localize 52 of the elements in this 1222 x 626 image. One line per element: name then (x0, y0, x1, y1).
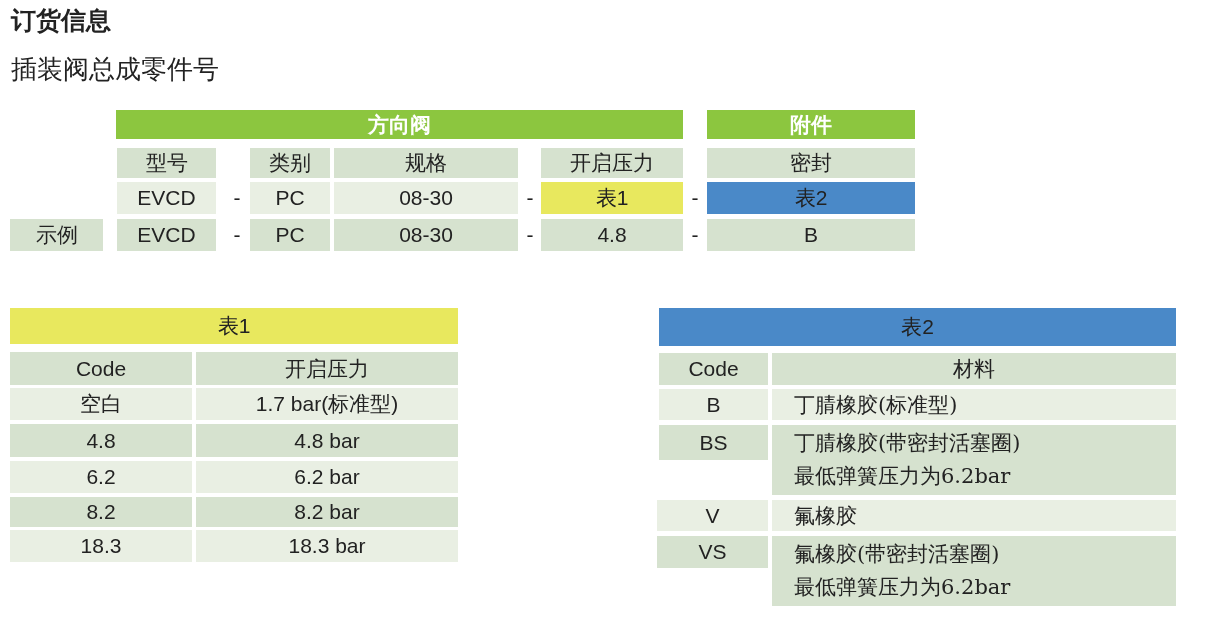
table-cell: VS (657, 536, 768, 568)
table-cell: 08-30 (334, 182, 518, 214)
cell-text: 最低弹簧压力为6.2bar (794, 574, 1011, 601)
hyphen: - (525, 185, 535, 211)
table-cell: 1.7 bar(标准型) (196, 388, 458, 420)
table-cell: 表2 (659, 308, 1176, 346)
table-cell: 表2 (707, 182, 915, 214)
cell-text: 丁腈橡胶(带密封活塞圈) (794, 430, 1021, 457)
table-cell: 密封 (707, 148, 915, 178)
table-cell: 4.8 (10, 424, 192, 457)
hyphen: - (690, 185, 700, 211)
table-cell: 开启压力 (541, 148, 683, 178)
table-cell: B (707, 219, 915, 251)
table-cell: 表1 (541, 182, 683, 214)
table-cell: 空白 (10, 388, 192, 420)
table-cell: V (657, 500, 768, 531)
table-cell: 8.2 bar (196, 497, 458, 527)
table-cell: Code (10, 352, 192, 385)
table-cell: B (659, 389, 768, 420)
table-cell: 4.8 bar (196, 424, 458, 457)
table-cell: 示例 (10, 219, 103, 251)
hyphen: - (232, 185, 242, 211)
header-bar: 附件 (707, 110, 915, 139)
subtitle: 插装阀总成零件号 (11, 53, 219, 86)
hyphen: - (525, 222, 535, 248)
table-cell: 氟橡胶 (772, 500, 1176, 531)
table-cell: 6.2 bar (196, 461, 458, 493)
table-cell: EVCD (117, 182, 216, 214)
table-cell: 型号 (117, 148, 216, 178)
table-cell: 4.8 (541, 219, 683, 251)
table-cell: EVCD (117, 219, 216, 251)
table-cell: PC (250, 219, 330, 251)
header-bar: 方向阀 (116, 110, 683, 139)
table-cell: BS (659, 425, 768, 460)
cell-text: 氟橡胶(带密封活塞圈) (794, 541, 1000, 568)
title: 订货信息 (11, 5, 111, 36)
table-cell: 8.2 (10, 497, 192, 527)
table-cell: PC (250, 182, 330, 214)
table-cell: 开启压力 (196, 352, 458, 385)
cell-text: 最低弹簧压力为6.2bar (794, 463, 1011, 490)
table-cell: Code (659, 353, 768, 385)
table-cell: 18.3 (10, 530, 192, 562)
table-cell: 材料 (772, 353, 1176, 385)
table-cell: 08-30 (334, 219, 518, 251)
table-cell: 丁腈橡胶(标准型) (772, 389, 1176, 420)
table-cell: 表1 (10, 308, 458, 344)
table-cell: 类别 (250, 148, 330, 178)
table-cell: 规格 (334, 148, 518, 178)
table-cell: 6.2 (10, 461, 192, 493)
table-cell: 18.3 bar (196, 530, 458, 562)
hyphen: - (232, 222, 242, 248)
hyphen: - (690, 222, 700, 248)
